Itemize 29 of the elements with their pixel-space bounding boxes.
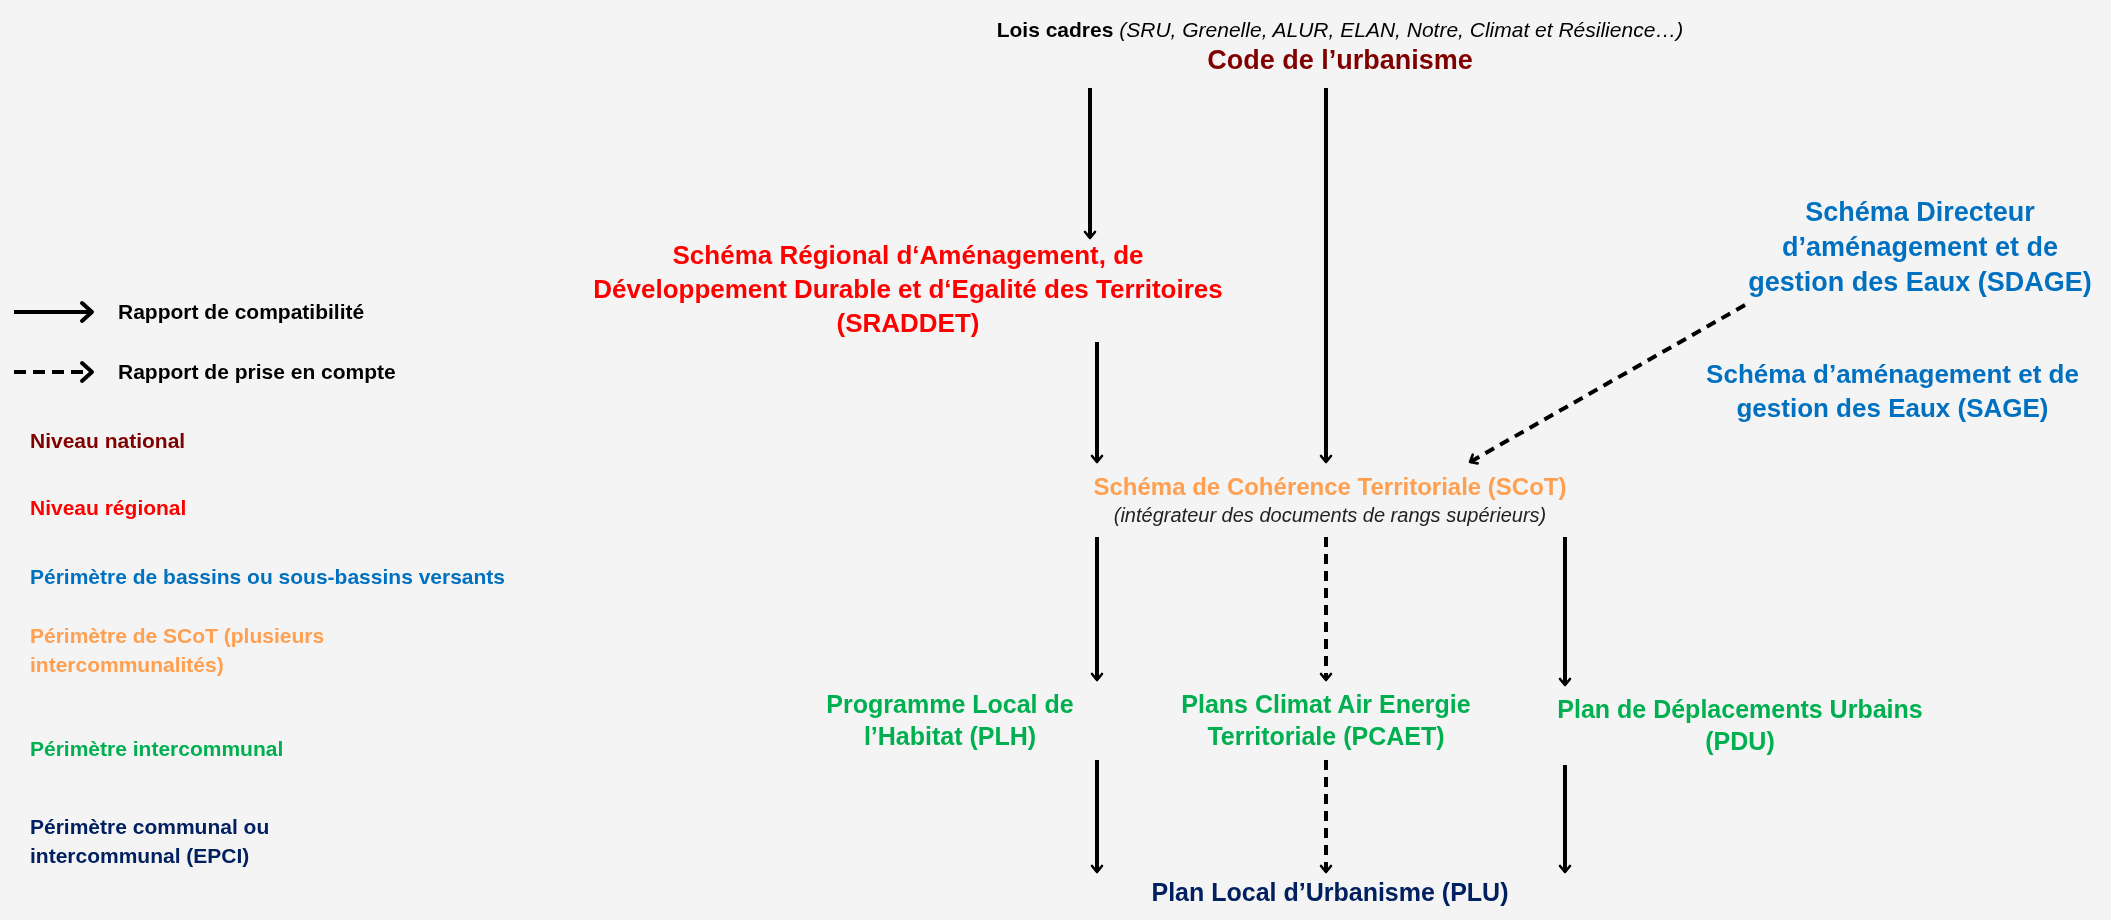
arrow	[1319, 537, 1333, 682]
legend-label: Niveau régional	[30, 495, 188, 521]
node-label: Programme Local de l’Habitat (PLH)	[825, 688, 1075, 752]
node-label: Plans Climat Air Energie Territoriale (PCAET)	[1180, 688, 1472, 752]
arrow	[1090, 537, 1104, 682]
legend-label: Périmètre de SCoT (plusieurs intercommunalités)	[30, 623, 326, 679]
legend-label: Niveau national	[30, 428, 187, 454]
arrow	[1083, 88, 1097, 240]
arrow	[1090, 760, 1104, 874]
arrow	[1468, 303, 1746, 465]
arrow	[1558, 765, 1572, 874]
node-label: Plan Local d’Urbanisme (PLU)	[1151, 876, 1509, 908]
legend-label: Rapport de prise en compte	[118, 360, 396, 384]
node-label: Code de l’urbanisme	[1207, 44, 1473, 78]
node-label: Schéma Régional d‘Aménagement, de Développement Durable et d‘Egalité des Territoires (SRADDET)	[592, 239, 1224, 340]
legend-label: Périmètre de bassins ou sous-bassins versants	[30, 564, 507, 590]
legend-label: Périmètre intercommunal	[30, 736, 285, 762]
arrow	[1319, 760, 1333, 874]
arrow	[1319, 88, 1333, 464]
legend-label: Périmètre communal ou intercommunal (EPCI)	[30, 814, 271, 870]
node-label: Schéma Directeur d’aménagement et de gestion des Eaux (SDAGE)	[1747, 195, 2093, 300]
node-label: Lois cadres (SRU, Grenelle, ALUR, ELAN, Notre, Climat et Résilience…)	[996, 16, 1684, 43]
node-label: Plan de Déplacements Urbains (PDU)	[1556, 693, 1924, 757]
arrow	[1558, 537, 1572, 687]
node-label: Schéma de Cohérence Territoriale (SCoT)	[1093, 471, 1567, 502]
legend-label: Rapport de compatibilité	[118, 300, 365, 324]
node-label: Schéma d’aménagement et de gestion des Eaux (SAGE)	[1705, 358, 2080, 425]
node-subtitle: (intégrateur des documents de rangs supérieurs)	[1113, 503, 1547, 529]
arrow	[1090, 342, 1104, 464]
